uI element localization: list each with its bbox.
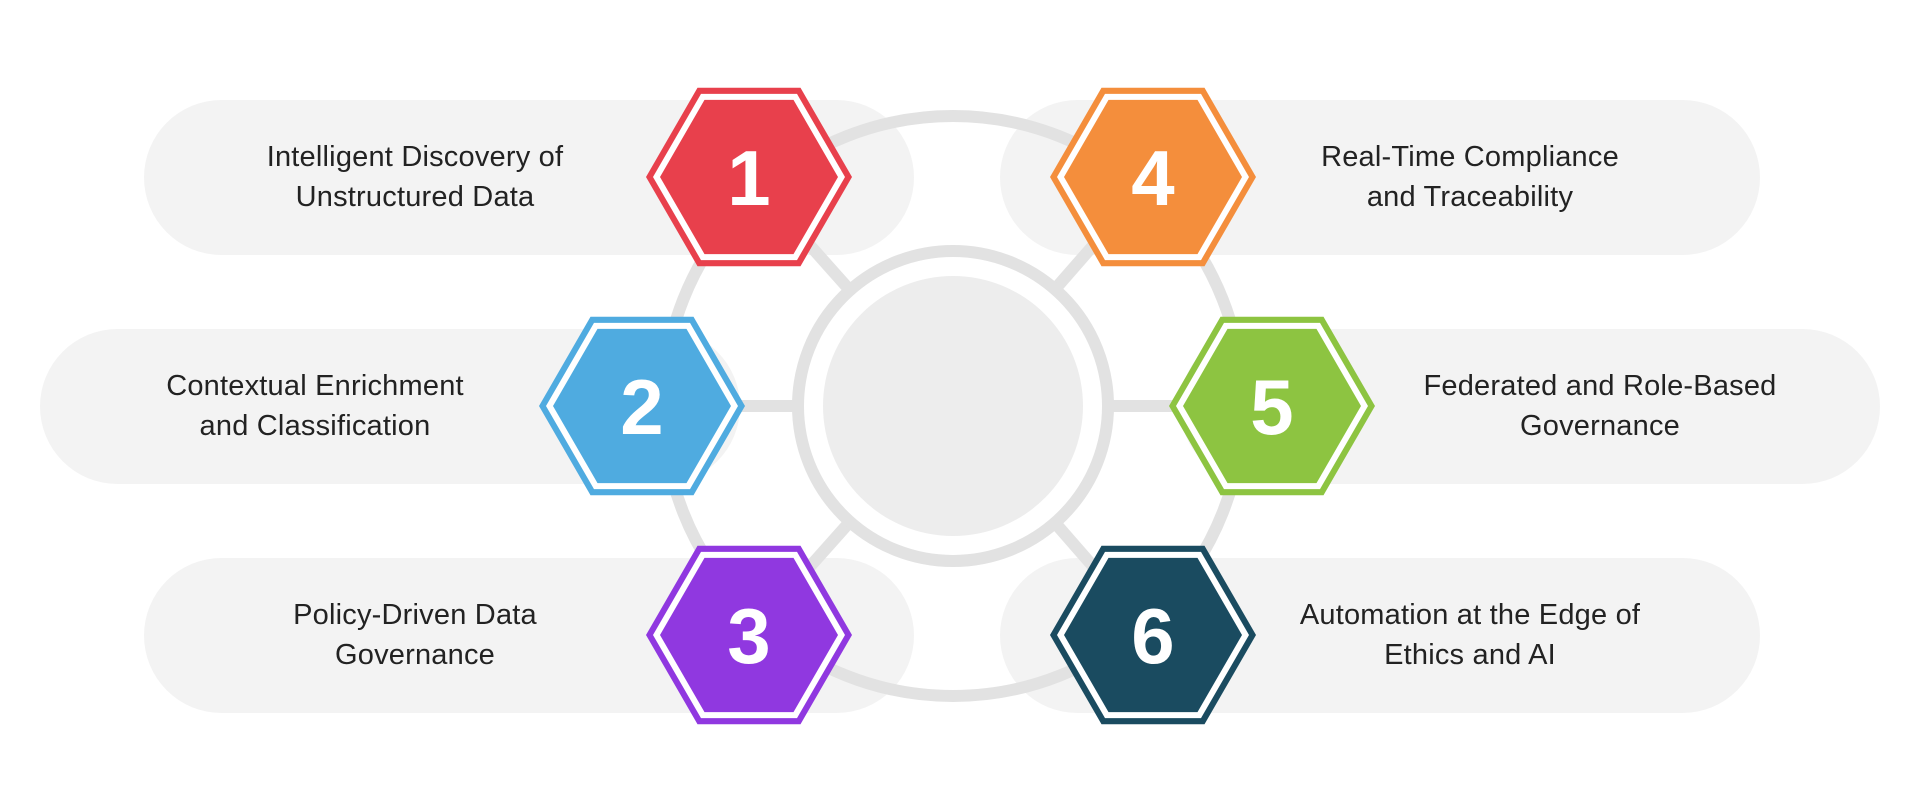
item-label-3-line-1: Policy-Driven Data [293, 599, 537, 631]
item-label-5-line-2: Governance [1520, 410, 1680, 442]
item-label-3-line-2: Governance [335, 639, 495, 671]
item-label-6-line-1: Automation at the Edge of [1299, 599, 1641, 631]
item-label-1-line-1: Intelligent Discovery of [266, 141, 564, 173]
item-label-1-line-2: Unstructured Data [295, 181, 535, 213]
hexagon-inner-2 [553, 328, 731, 484]
hexagon-badge-6: 6 [1050, 545, 1256, 725]
hexagon-inner-1 [660, 99, 838, 255]
item-label-4-line-1: Real-Time Compliance [1321, 141, 1619, 173]
hexagon-number-6: 6 [1131, 592, 1174, 680]
hexagon-badge-4: 4 [1050, 87, 1256, 267]
hexagon-inner-5 [1183, 328, 1361, 484]
hexagon-number-3: 3 [727, 592, 770, 680]
hexagon-number-4: 4 [1131, 134, 1174, 222]
hexagon-inner-6 [1064, 557, 1242, 713]
hexagon-badge-1: 1 [646, 87, 852, 267]
item-label-4-line-2: and Traceability [1366, 181, 1574, 213]
hexagon-number-5: 5 [1250, 363, 1293, 451]
item-label-5-line-1: Federated and Role-Based [1423, 370, 1777, 402]
hexagon-number-1: 1 [727, 134, 770, 222]
item-label-4: Real-Time Compliance and Traceability [1250, 116, 1690, 238]
hexagon-inner-4 [1064, 99, 1242, 255]
hexagon-number-2: 2 [620, 363, 663, 451]
hexagon-badge-2: 2 [539, 316, 745, 496]
item-pill-5 [1180, 329, 1880, 484]
hexagon-badge-5: 5 [1169, 316, 1375, 496]
item-label-2: Contextual Enrichment and Classification [90, 345, 540, 467]
hexagon-inner-3 [660, 557, 838, 713]
center-circle [823, 276, 1083, 536]
item-label-2-line-2: and Classification [199, 410, 431, 442]
item-label-2-line-1: Contextual Enrichment [166, 370, 464, 402]
hexagon-badge-3: 3 [646, 545, 852, 725]
item-label-6-line-2: Ethics and AI [1384, 639, 1556, 671]
item-label-6: Automation at the Edge of Ethics and AI [1250, 574, 1690, 696]
item-label-1: Intelligent Discovery of Unstructured Dat… [200, 116, 630, 238]
